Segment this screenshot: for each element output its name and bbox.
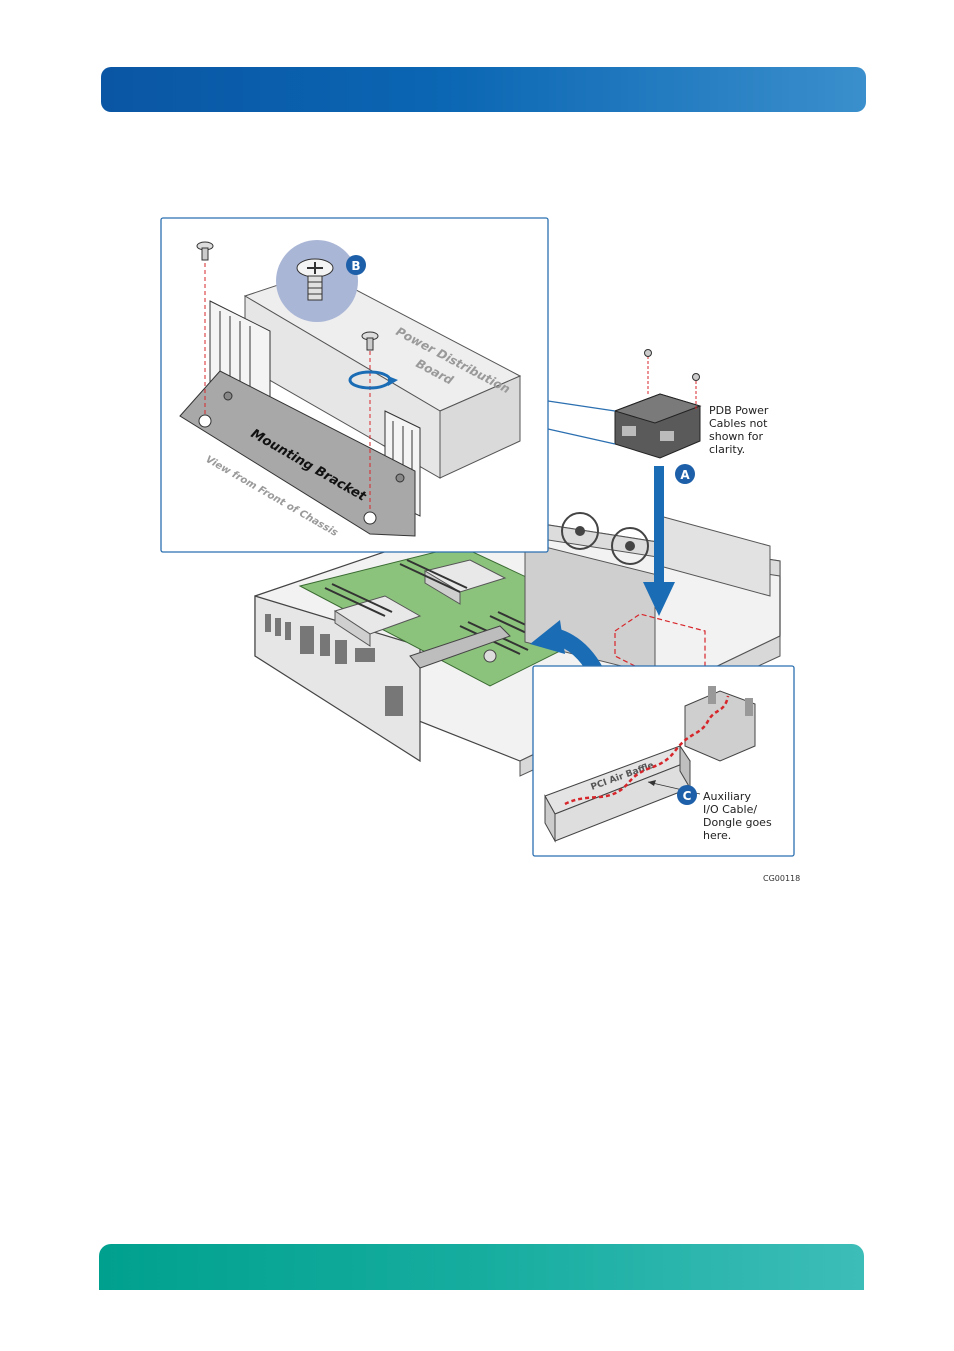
pdb-module [613,349,702,459]
screw-icon [361,331,379,351]
screw-icon [196,241,214,261]
header-band [101,67,866,112]
baffle-inset: PCI Air Baffle C Auxiliary I/O Cable/ Do… [532,665,795,857]
callout-a-badge: A [675,464,695,484]
rotate-arrow-icon [348,370,398,390]
figure-id: CG00118 [763,874,800,883]
motherboard [298,545,622,687]
callout-a-label: A [680,468,690,482]
pdb-note-line-1: PDB Power [709,404,769,417]
pdb-note-line-4: clarity. [709,443,745,456]
aux-note-line-2: I/O Cable/ [703,803,757,816]
callout-c-label: C [683,789,692,803]
aux-note-line-3: Dongle goes [703,816,772,829]
bracket-inset: Power Distribution Board Mounting Bracke… [160,217,616,553]
arrow-a [643,466,675,616]
pdb-note-line-2: Cables not [709,417,768,430]
screw-detail [276,240,358,322]
aux-note-line-4: here. [703,829,731,842]
callout-b-label: B [351,259,360,273]
installation-figure: PDB Power Cables not shown for clarity. … [160,216,800,886]
footer-band [99,1244,864,1290]
pdb-note-line-3: shown for [709,430,764,443]
aux-note-line-1: Auxiliary [703,790,751,803]
